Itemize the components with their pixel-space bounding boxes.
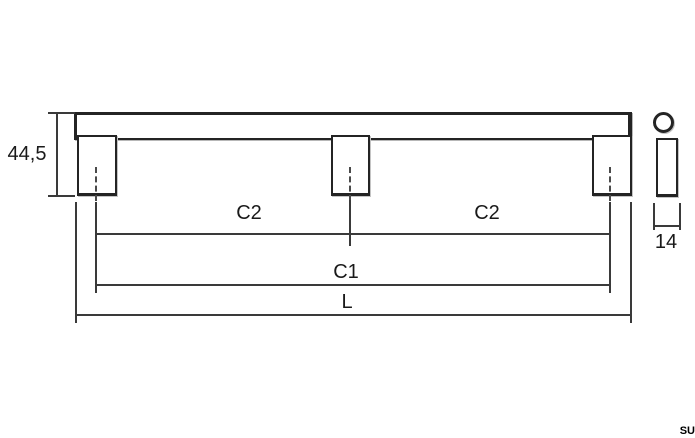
dimension-tick-height-bottom [48,195,75,197]
dimension-tick-height-top [48,112,75,114]
handle-post-side-view [656,138,678,197]
dimension-line-c2 [95,233,611,235]
dimension-line-diameter [653,225,681,227]
extension-line-middle-post [349,200,351,246]
dimension-line-l [75,314,632,316]
dimension-label-diameter: 14 [654,231,678,253]
centerline-left-post [95,167,97,201]
extension-line-right-post [609,202,611,293]
extension-line-right-end [630,202,632,323]
dimension-label-c2-left: C2 [236,202,262,224]
dimension-line-height [56,113,58,197]
handle-post-left [77,135,117,196]
dimension-label-c2-right: C2 [474,202,500,224]
centerline-right-post [609,167,611,201]
watermark-text: SU [679,425,695,437]
dimension-label-length: L [341,291,353,313]
dimension-line-c1 [95,284,611,286]
handle-tube-ring-side-view [653,112,674,133]
handle-post-right [592,135,632,196]
dimension-tick-diameter-right [679,203,681,230]
dimension-label-height: 44,5 [7,143,47,165]
centerline-middle-post [349,167,351,201]
dimension-label-c1: C1 [333,261,359,283]
extension-line-left-post [95,202,97,293]
dimension-tick-diameter-left [653,203,655,230]
extension-line-left-end [75,202,77,323]
